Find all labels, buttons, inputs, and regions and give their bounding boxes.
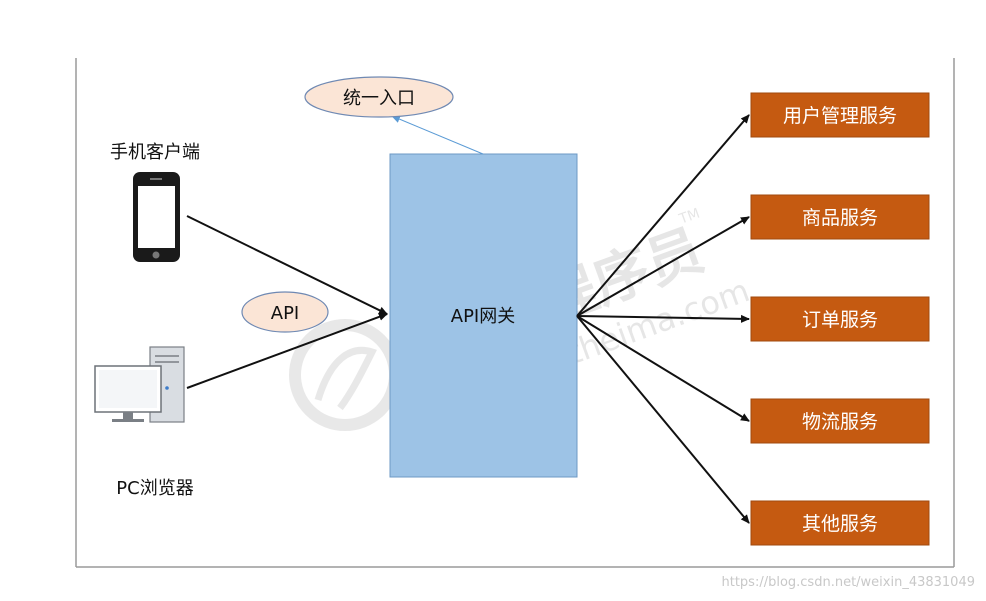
service-label: 其他服务 bbox=[802, 513, 878, 535]
service-label: 订单服务 bbox=[802, 309, 878, 331]
gateway-to-service-arrow bbox=[576, 216, 750, 317]
gateway-to-service-arrow bbox=[576, 314, 750, 323]
service-box bbox=[750, 194, 930, 240]
api-badge bbox=[241, 291, 329, 333]
service-box bbox=[750, 500, 930, 546]
service-label: 物流服务 bbox=[802, 411, 878, 433]
pc-to-gateway-arrow bbox=[186, 313, 388, 389]
service-label: 用户管理服务 bbox=[783, 105, 897, 127]
diagram-frame bbox=[75, 58, 955, 568]
gateway-to-service-arrow bbox=[576, 315, 750, 422]
watermark-trademark-text: TM bbox=[676, 206, 702, 228]
mobile-client-label: 手机客户端 bbox=[110, 142, 200, 163]
unified-entry-label: 统一入口 bbox=[343, 88, 415, 109]
smartphone-icon bbox=[133, 172, 180, 262]
service-box bbox=[750, 296, 930, 342]
gateway-to-service-arrow bbox=[576, 315, 750, 524]
source-url-text: https://blog.csdn.net/weixin_43831049 bbox=[721, 575, 975, 590]
entry-arrow bbox=[391, 115, 484, 155]
api-badge-label: API bbox=[271, 303, 299, 324]
pc-browser-label: PC浏览器 bbox=[116, 478, 193, 499]
desktop-computer-icon bbox=[94, 346, 185, 423]
gateway-to-service-arrow bbox=[576, 114, 750, 317]
service-box bbox=[750, 398, 930, 444]
mobile-to-gateway-arrow bbox=[186, 215, 388, 315]
service-label: 商品服务 bbox=[802, 207, 878, 229]
api-gateway-label: API网关 bbox=[451, 306, 515, 327]
api-gateway-box bbox=[389, 153, 578, 478]
unified-entry-badge bbox=[304, 76, 454, 118]
watermark-logo-icon bbox=[289, 319, 401, 431]
service-box bbox=[750, 92, 930, 138]
